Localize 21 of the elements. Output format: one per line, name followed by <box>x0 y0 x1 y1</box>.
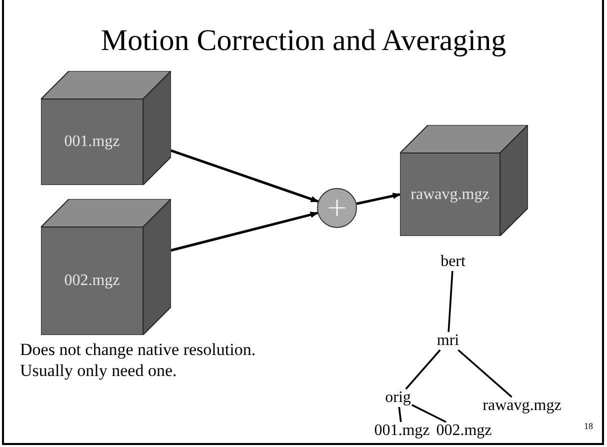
tree-line <box>405 349 441 390</box>
cube-label: 002.mgz <box>64 271 120 291</box>
tree-line <box>448 270 454 332</box>
folder-name: bert <box>440 254 466 270</box>
folder-name: orig <box>385 390 411 406</box>
arrow <box>170 212 318 252</box>
page-number: 18 <box>584 420 593 433</box>
folder-name: 002.mgz <box>436 423 492 439</box>
slide-title: Motion Correction and Averaging <box>100 24 506 57</box>
tree-line <box>458 349 512 398</box>
arrow <box>170 149 319 203</box>
cube-label: rawavg.mgz <box>410 184 490 204</box>
folder-name: rawavg.mgz <box>482 398 562 414</box>
cube-label: 001.mgz <box>64 132 120 152</box>
note-text: Usually only need one. <box>20 360 177 382</box>
note-text: Does not change native resolution. <box>20 339 256 361</box>
folder-name: mri <box>436 333 460 349</box>
tree-line <box>411 404 446 423</box>
folder-name: 001.mgz <box>374 423 430 439</box>
tree-line <box>398 406 402 422</box>
arrow <box>356 192 401 205</box>
